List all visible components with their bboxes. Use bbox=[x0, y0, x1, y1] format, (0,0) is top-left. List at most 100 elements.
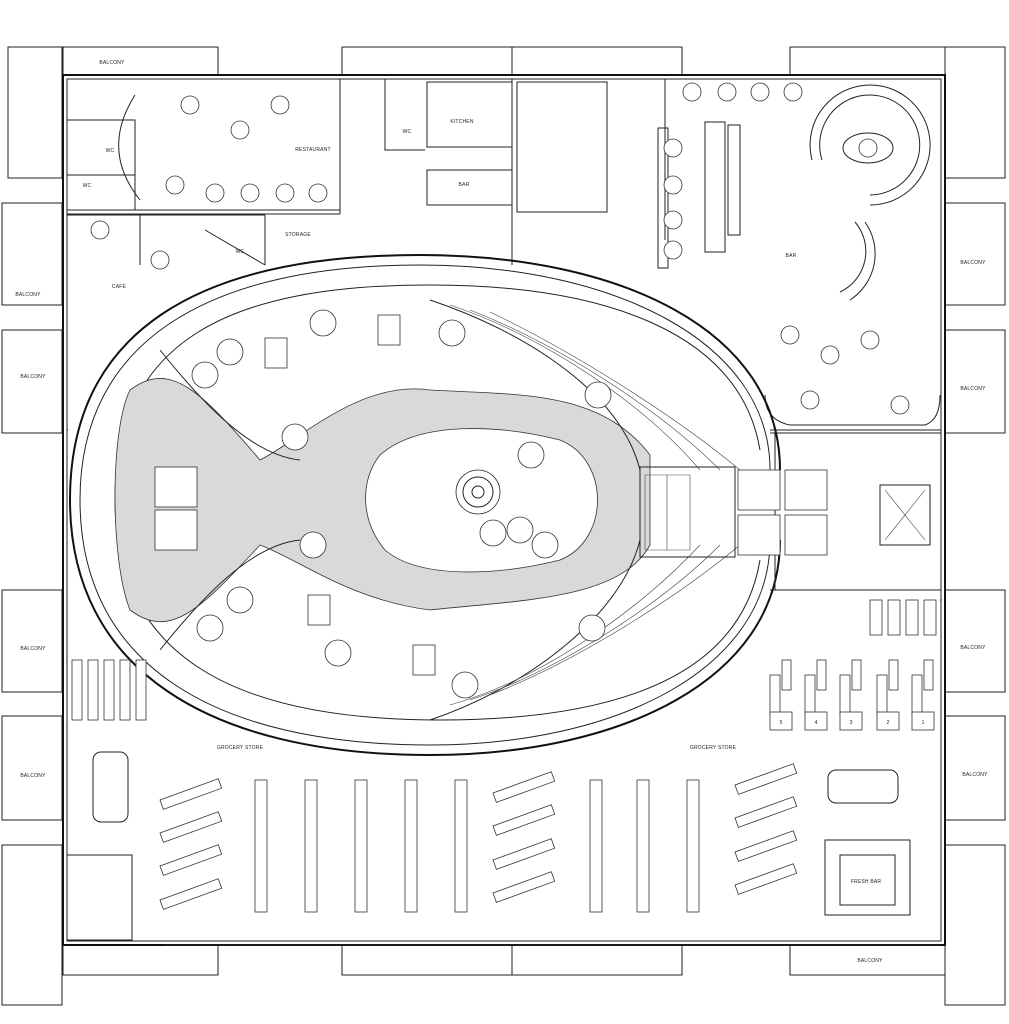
table bbox=[90, 220, 110, 240]
shelf bbox=[734, 863, 798, 895]
table bbox=[230, 120, 250, 140]
cart-bay bbox=[905, 599, 919, 636]
table bbox=[820, 345, 840, 365]
tree bbox=[584, 381, 612, 409]
checkout-box bbox=[911, 711, 935, 731]
shelf bbox=[354, 779, 368, 913]
grocery-shelves bbox=[159, 763, 798, 913]
building-inner-wall bbox=[66, 78, 942, 942]
table bbox=[858, 138, 878, 158]
tree bbox=[451, 671, 479, 699]
checkout-number: 3 bbox=[850, 720, 853, 726]
elevators bbox=[154, 466, 828, 556]
shelf bbox=[589, 779, 603, 913]
shelf bbox=[734, 830, 798, 862]
bench bbox=[307, 594, 331, 626]
tree bbox=[191, 361, 219, 389]
balcony bbox=[1, 329, 63, 434]
shelf bbox=[159, 844, 223, 876]
elevator bbox=[784, 514, 828, 556]
checkout-counter bbox=[911, 674, 923, 716]
shelf bbox=[492, 871, 556, 903]
cart-bay bbox=[135, 659, 147, 721]
cart-bay bbox=[103, 659, 115, 721]
tree bbox=[531, 531, 559, 559]
shelf bbox=[404, 779, 418, 913]
balcony bbox=[1, 202, 63, 306]
balcony bbox=[944, 329, 1006, 434]
table bbox=[682, 82, 702, 102]
bench bbox=[412, 644, 436, 676]
tree bbox=[309, 309, 337, 337]
bar-label: BAR bbox=[459, 182, 470, 188]
shelf bbox=[636, 779, 650, 913]
tree bbox=[506, 516, 534, 544]
balcony bbox=[7, 46, 63, 179]
table bbox=[860, 330, 880, 350]
balcony-label: BALCONY bbox=[960, 260, 986, 266]
checkout-belt bbox=[816, 659, 827, 691]
elevator bbox=[737, 514, 781, 556]
checkout-belt bbox=[851, 659, 862, 691]
checkout-number: 4 bbox=[815, 720, 818, 726]
table bbox=[800, 390, 820, 410]
balcony bbox=[1, 715, 63, 821]
checkout-belt bbox=[923, 659, 934, 691]
balcony bbox=[944, 46, 1006, 179]
table bbox=[270, 95, 290, 115]
elevator bbox=[154, 509, 198, 551]
wc-label: WC bbox=[83, 183, 92, 189]
cart-bay bbox=[119, 659, 131, 721]
trees bbox=[191, 309, 612, 699]
elevator bbox=[784, 469, 828, 511]
table bbox=[663, 175, 683, 195]
storage-label: STORAGE bbox=[285, 232, 311, 238]
balcony bbox=[62, 944, 219, 976]
tree bbox=[438, 319, 466, 347]
tree bbox=[226, 586, 254, 614]
shelf bbox=[159, 778, 223, 810]
bar-tables bbox=[663, 82, 910, 415]
shelf bbox=[686, 779, 700, 913]
bench bbox=[264, 337, 288, 369]
wc-label: WC bbox=[106, 148, 115, 154]
checkout-number: 1 bbox=[922, 720, 925, 726]
wc-label: WC bbox=[236, 249, 245, 255]
table bbox=[663, 138, 683, 158]
balcony bbox=[789, 46, 946, 76]
cart-bay bbox=[869, 599, 883, 636]
table bbox=[308, 183, 328, 203]
table bbox=[240, 183, 260, 203]
table bbox=[780, 325, 800, 345]
table bbox=[890, 395, 910, 415]
grocery-store-label: GROCERY STORE bbox=[217, 745, 264, 751]
elevator bbox=[154, 466, 198, 508]
benches bbox=[264, 314, 436, 676]
table bbox=[783, 82, 803, 102]
table bbox=[717, 82, 737, 102]
table bbox=[750, 82, 770, 102]
shelf bbox=[734, 763, 798, 795]
tree bbox=[517, 441, 545, 469]
balcony bbox=[341, 944, 513, 976]
table bbox=[205, 183, 225, 203]
table bbox=[275, 183, 295, 203]
shelf bbox=[159, 811, 223, 843]
balcony bbox=[944, 715, 1006, 821]
shelf bbox=[304, 779, 318, 913]
shelf bbox=[159, 878, 223, 910]
shelf bbox=[492, 838, 556, 870]
shelf bbox=[492, 804, 556, 836]
checkout-counter bbox=[839, 674, 851, 716]
balcony bbox=[944, 202, 1006, 306]
tree bbox=[281, 423, 309, 451]
balcony bbox=[341, 46, 513, 76]
balcony-label: BALCONY bbox=[20, 646, 46, 652]
balcony bbox=[62, 46, 219, 76]
balcony-label: BALCONY bbox=[99, 60, 125, 66]
balcony bbox=[511, 46, 683, 76]
balcony-label: BALCONY bbox=[20, 374, 46, 380]
cart-bay bbox=[923, 599, 937, 636]
